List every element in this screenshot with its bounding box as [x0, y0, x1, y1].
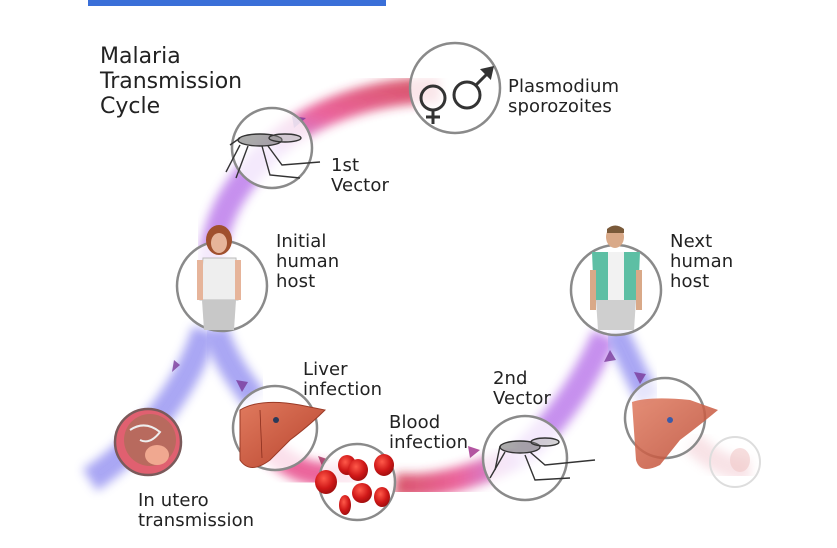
node-next-liver — [623, 376, 761, 488]
node-initial-host — [175, 225, 269, 333]
pathway-host-to-utero — [82, 326, 218, 491]
node-sporozoites — [408, 41, 502, 135]
pathway-host-to-liver — [202, 325, 266, 408]
mosquito-icon — [225, 133, 321, 179]
label-next-host: Next human host — [670, 231, 734, 292]
liver-icon — [632, 398, 718, 469]
arrow-icon — [172, 360, 180, 372]
arrow-icon — [634, 372, 646, 384]
red-blood-cells-icon — [315, 454, 394, 515]
male-female-symbols-icon — [419, 66, 494, 124]
label-sporozoites: Plasmodium sporozoites — [508, 76, 620, 117]
arrow-icon — [468, 446, 480, 458]
liver-icon — [239, 401, 327, 468]
top-banner — [88, 0, 386, 6]
node-in-utero — [113, 407, 183, 477]
arrow-icon — [236, 380, 248, 392]
label-liver-infection: Liver infection — [303, 359, 383, 400]
label-in-utero: In utero transmission — [138, 490, 255, 531]
node-blood — [315, 442, 397, 522]
label-initial-host: Initial human host — [276, 231, 340, 292]
node-second-vector — [481, 414, 596, 502]
label-first-vector: 1st Vector — [331, 155, 389, 196]
woman-figure-icon — [197, 225, 241, 330]
node-liver — [231, 384, 327, 472]
label-blood-infection: Blood infection — [389, 412, 469, 453]
node-first-vector — [225, 106, 321, 190]
mosquito-icon — [489, 437, 596, 481]
arrow-icon — [604, 350, 616, 362]
label-second-vector: 2nd Vector — [493, 368, 551, 409]
diagram-title: Malaria Transmission Cycle — [100, 44, 243, 119]
man-figure-icon — [590, 225, 642, 330]
node-next-host — [569, 225, 663, 337]
fetus-icon — [129, 424, 169, 465]
